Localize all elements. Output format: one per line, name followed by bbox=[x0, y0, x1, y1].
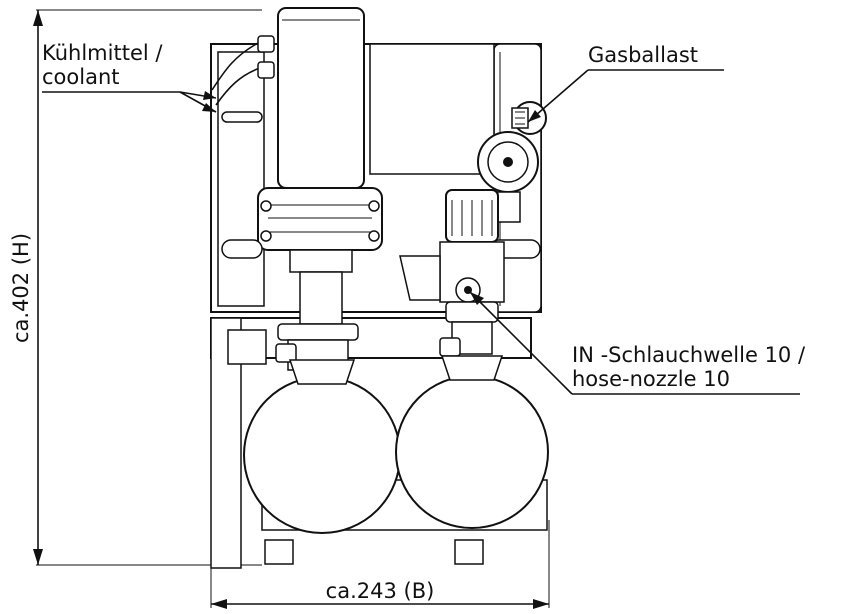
width-dimension: ca.243 (B) bbox=[210, 318, 550, 609]
inlet-label-de: IN -Schlauchwelle 10 / bbox=[572, 343, 806, 367]
height-dimension: ca.402 (H) bbox=[9, 9, 262, 566]
gas-ballast-callout: Gasballast bbox=[527, 43, 724, 123]
pump-drawing bbox=[210, 7, 549, 569]
width-dimension-label: ca.243 (B) bbox=[326, 579, 435, 603]
inlet-label-en: hose-nozzle 10 bbox=[572, 367, 730, 391]
inlet-callout: IN -Schlauchwelle 10 / hose-nozzle 10 bbox=[469, 291, 806, 395]
height-dimension-label: ca.402 (H) bbox=[9, 233, 33, 343]
coolant-label-en: coolant bbox=[42, 65, 120, 89]
coolant-label-de: Kühlmittel / bbox=[42, 41, 163, 65]
coolant-callout: Kühlmittel / coolant bbox=[42, 41, 217, 113]
gas-ballast-label: Gasballast bbox=[588, 43, 698, 67]
